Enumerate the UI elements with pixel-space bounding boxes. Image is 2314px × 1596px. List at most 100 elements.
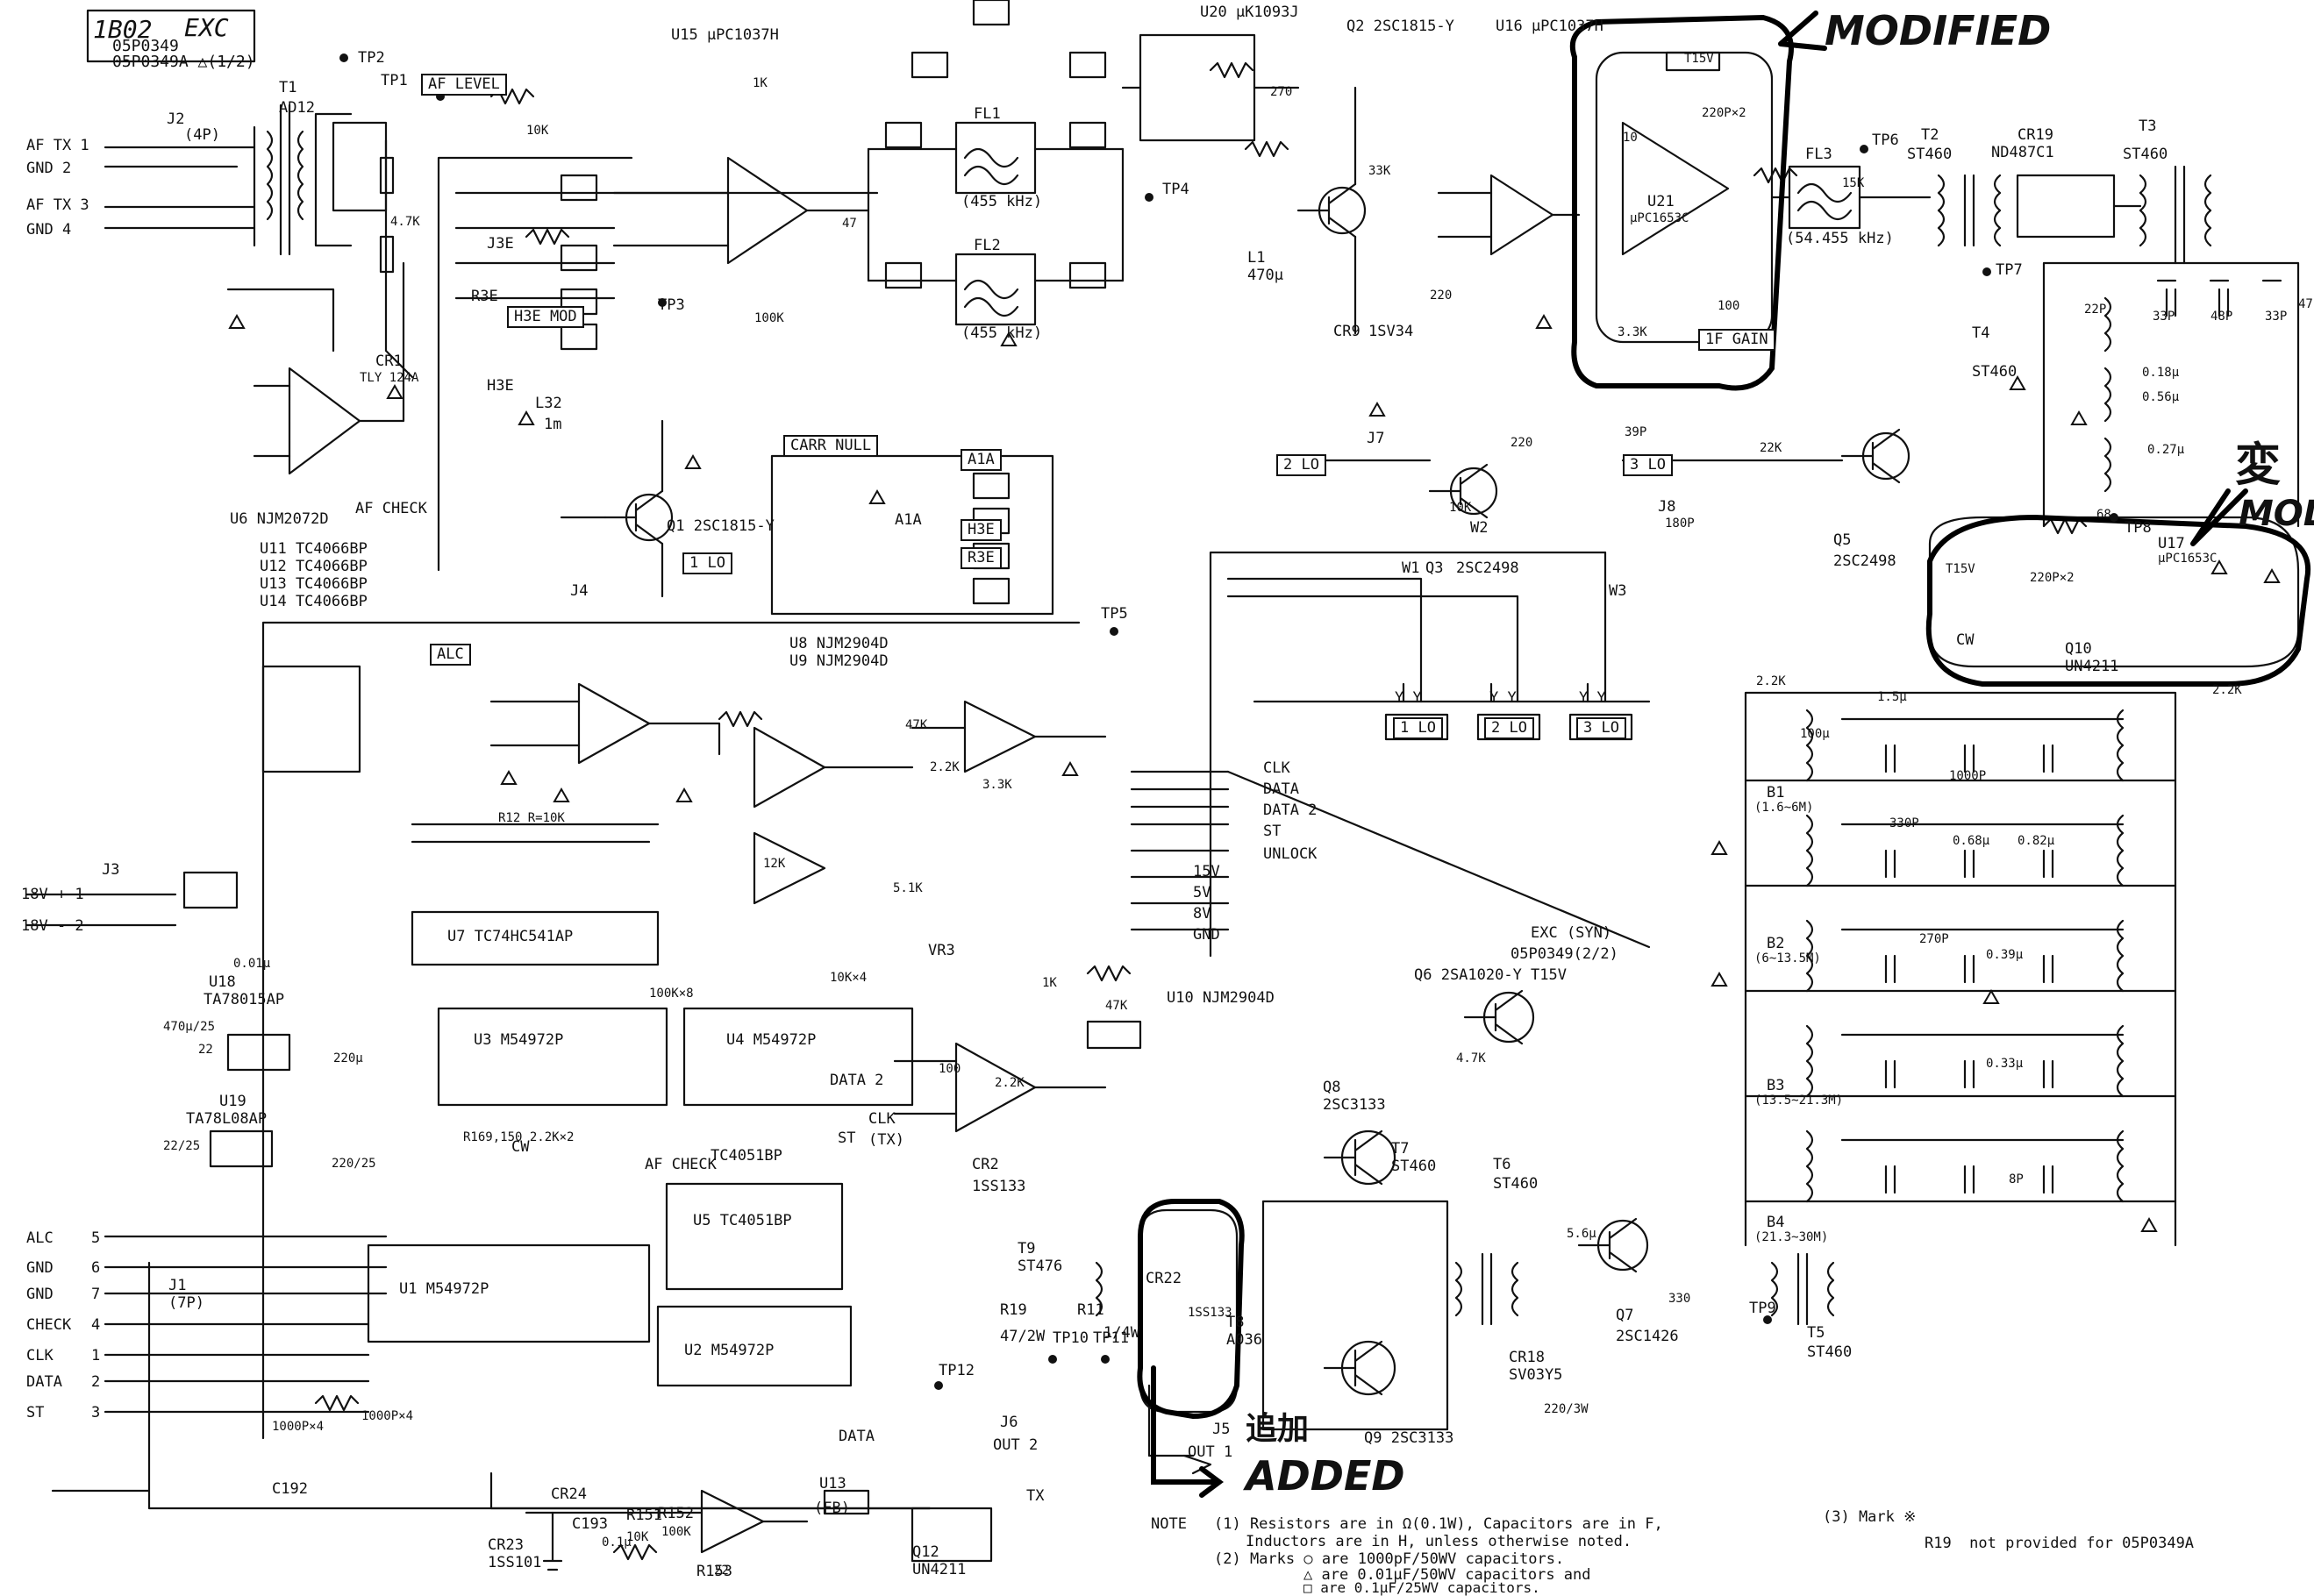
r125-value: 47K <box>905 718 928 732</box>
cr2-label: CR2 <box>972 1156 999 1173</box>
modified-short-annotation: MOD <box>2239 494 2314 534</box>
t3-label: T3 <box>2139 118 2157 135</box>
l32-value: 1m <box>544 416 562 433</box>
bus-data: DATA <box>1263 780 1299 798</box>
r36-value: 100K <box>754 311 784 325</box>
yy-3: Y Y <box>1579 689 1606 707</box>
u5-label: U5 TC4051BP <box>693 1212 792 1229</box>
af-check-label: AF CHECK <box>645 1156 717 1173</box>
bus-gnd: GND <box>1193 926 1220 944</box>
lo1-out-label: 1 LO <box>1393 717 1443 739</box>
u14-list: U14 TC4066BP <box>260 593 368 610</box>
clk-net-label: CLK <box>868 1110 896 1128</box>
bus-15v: 15V <box>1193 863 1220 880</box>
st-net-label: ST <box>838 1129 856 1147</box>
r91-value: 2.2K <box>1756 674 1786 688</box>
doc-number-2: 05P0349A △(1/2) <box>112 53 255 71</box>
r26-value: 4.7K <box>390 215 420 229</box>
u13b-label: U13 <box>819 1475 846 1493</box>
j1-caps-value-2: 1000P×4 <box>361 1409 414 1423</box>
r169-value: R169,150 2.2K×2 <box>463 1130 575 1144</box>
r92-value: 220P×2 <box>1702 106 1746 120</box>
t15v-value: T15V <box>1684 52 1714 66</box>
c105-value: 1000P <box>1949 769 1987 783</box>
bus-st: ST <box>1263 823 1282 840</box>
tp8-label: TP8 <box>2125 519 2152 537</box>
r152-value: 100K <box>661 1525 691 1539</box>
u9-label: U9 NJM2904D <box>789 652 889 670</box>
u19-part: TA78L08AP <box>186 1110 268 1128</box>
q5-part: 2SC2498 <box>1833 552 1896 570</box>
bus-5v: 5V <box>1193 884 1211 901</box>
cr18-part: SV03Y5 <box>1509 1366 1563 1384</box>
u18-label: U18 <box>209 973 236 991</box>
t9-label: T9 <box>1018 1240 1036 1258</box>
u19-label: U19 <box>219 1093 246 1110</box>
note-head: NOTE <box>1151 1515 1187 1533</box>
r66-value: 220 <box>1511 436 1533 450</box>
q6-label: Q6 2SA1020-Y T15V <box>1414 966 1567 984</box>
c4-value: 220μ <box>333 1051 363 1065</box>
j1-caps-value: 1000P×4 <box>272 1420 325 1434</box>
q9-label: Q9 2SC3133 <box>1364 1429 1454 1447</box>
h3e-label: H3E <box>961 519 1002 541</box>
edge-alc: ALC <box>26 1229 54 1247</box>
edge-data: DATA <box>26 1373 62 1391</box>
t1-part: AD12 <box>279 99 315 117</box>
u21-part: μPC1653C <box>1630 211 1689 225</box>
h3e-net-label: H3E <box>487 377 514 395</box>
b3-label: B3 <box>1767 1077 1785 1094</box>
edge-st: ST <box>26 1404 45 1421</box>
if-gain-label: 1F GAIN <box>1698 329 1775 351</box>
c92-value: 22P <box>2084 303 2107 317</box>
yy-2: Y Y <box>1489 689 1517 707</box>
j1-pins: (7P) <box>168 1294 204 1312</box>
added-jp-annotation: 追加 <box>1246 1411 1310 1447</box>
j6-label: J6 <box>1000 1414 1018 1431</box>
j7-label: J7 <box>1367 430 1385 447</box>
j6-out: OUT 2 <box>993 1436 1039 1454</box>
cr23-part: 1SS101 <box>488 1554 542 1571</box>
edge-18v-plus: 18V + 1 <box>21 886 84 903</box>
u10-label: U10 NJM2904D <box>1167 989 1275 1007</box>
l13-value: 0.68μ <box>1953 834 1990 848</box>
edge-clk: CLK <box>26 1347 54 1364</box>
j2-pins: (4P) <box>184 126 220 144</box>
u11-list: U11 TC4066BP <box>260 540 368 558</box>
lo2-out-label: 2 LO <box>1484 717 1534 739</box>
q10-part: UN4211 <box>2065 658 2119 675</box>
tp2-label: TP2 <box>358 49 385 67</box>
tp12-label: TP12 <box>939 1362 975 1379</box>
r110-value: 100 <box>939 1062 961 1076</box>
cr22-label: CR22 <box>1146 1270 1182 1287</box>
u5-top-label: TC4051BP <box>711 1147 782 1165</box>
u17-label: U17 <box>2158 535 2185 552</box>
c192-label: C192 <box>272 1480 308 1498</box>
tx-right-label: TX <box>1026 1487 1045 1505</box>
tp10-label: TP10 <box>1053 1329 1089 1347</box>
t3-part: ST460 <box>2123 146 2168 163</box>
l16-value: 0.39μ <box>1986 948 2024 962</box>
yy-1: Y Y <box>1395 689 1422 707</box>
u8-label: U8 NJM2904D <box>789 635 889 652</box>
c82-value: 39P <box>1625 425 1647 439</box>
r153-value: 22 <box>714 1564 729 1578</box>
l1-label: L1 <box>1247 249 1266 267</box>
a1a-label: A1A <box>961 449 1002 471</box>
r11-value: 1/4W <box>1103 1324 1139 1342</box>
edge-pin6: 6 <box>91 1259 101 1277</box>
bus-w1: W1 <box>1402 559 1420 577</box>
cr1-part: TLY 124A <box>360 371 419 385</box>
t7-label: T7 <box>1391 1140 1410 1158</box>
fl3-label: FL3 <box>1805 146 1832 163</box>
note-2b: △ are 0.01μF/50WV capacitors and <box>1303 1566 1591 1584</box>
j1-label: J1 <box>168 1277 187 1294</box>
t2-part: ST460 <box>1907 146 1953 163</box>
c89-value: 33P <box>2153 310 2175 324</box>
cr24-label: CR24 <box>551 1486 587 1503</box>
r3e-net-label: R3E <box>471 288 498 305</box>
r79-value: 15K <box>1842 176 1865 190</box>
bus-clk: CLK <box>1263 759 1290 777</box>
tp4-label: TP4 <box>1162 181 1189 198</box>
r90-value: 2.2K <box>2212 683 2242 697</box>
